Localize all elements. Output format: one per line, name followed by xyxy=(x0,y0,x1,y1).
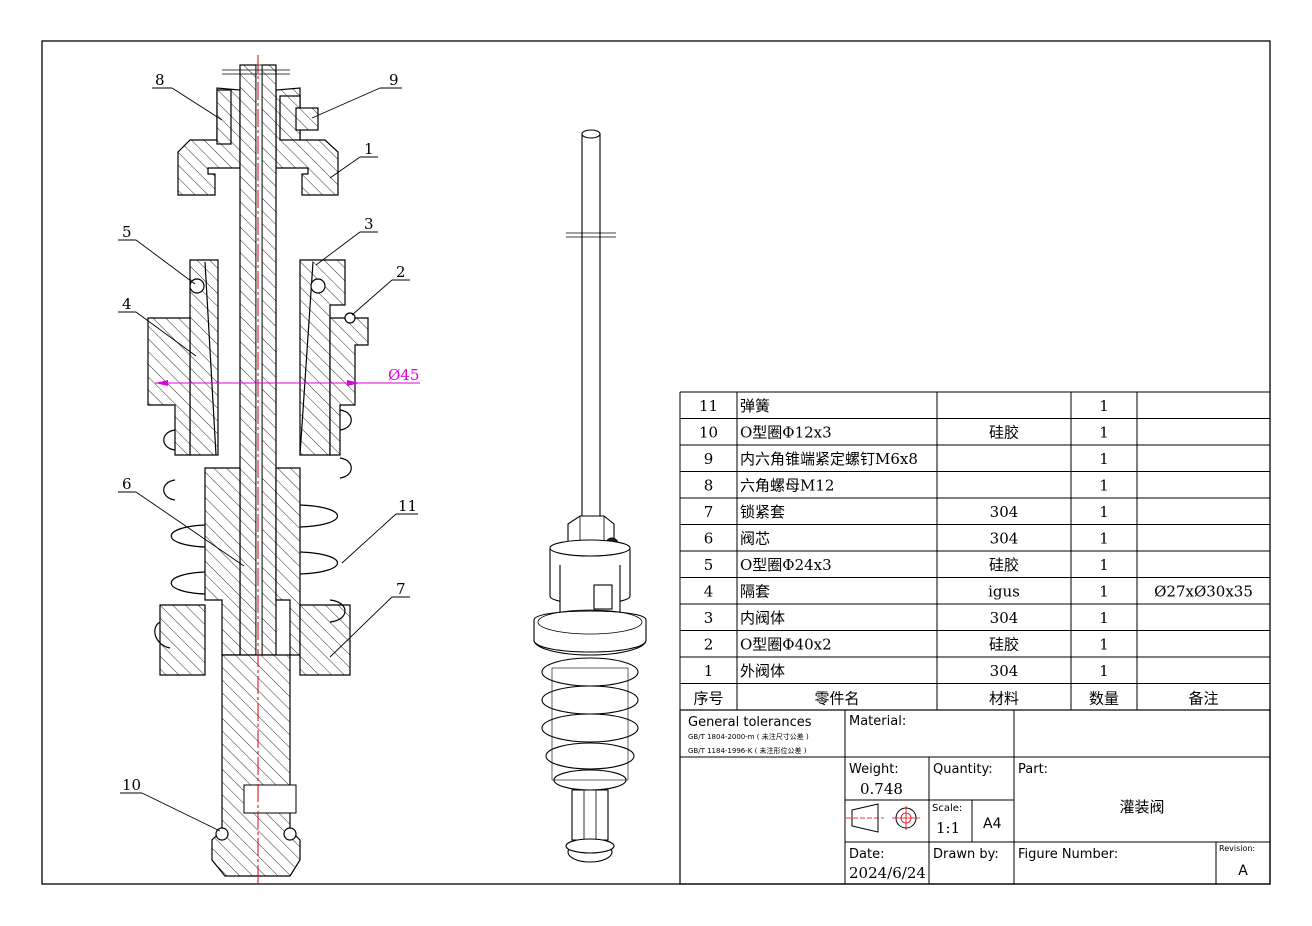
callouts: 8 9 1 5 3 2 4 6 11 7 10 xyxy=(118,71,418,832)
date-label: Date: xyxy=(849,847,884,862)
title-block: General tolerances GB/T 1804-2000-m ( 未注… xyxy=(679,709,1271,885)
o-ring-5 xyxy=(189,278,205,294)
tolerance-line-1: GB/T 1804-2000-m ( 未注尺寸公差 ) xyxy=(688,732,809,741)
tolerance-line-2: GB/T 1184-1996-K ( 未注形位公差 ) xyxy=(688,746,807,755)
bom-header-remark: 备注 xyxy=(1188,690,1218,708)
bom-row-name: 内六角锥端紧定螺钉M6x8 xyxy=(740,450,918,468)
material-label: Material: xyxy=(849,714,906,729)
scale-value: 1:1 xyxy=(936,819,960,837)
bom-row-no: 2 xyxy=(704,636,714,654)
revision-value: A xyxy=(1238,863,1248,879)
spring-section xyxy=(154,409,352,649)
bom-row-no: 9 xyxy=(704,450,714,468)
weight-label: Weight: xyxy=(849,762,899,777)
bom-row-no: 8 xyxy=(704,477,714,495)
bom-row-qty: 1 xyxy=(1099,609,1109,627)
bom-header-qty: 数量 xyxy=(1089,690,1119,708)
callout-11: 11 xyxy=(398,497,417,515)
quantity-label: Quantity: xyxy=(933,762,993,777)
dimension-diameter: Ø45 xyxy=(155,366,420,386)
bom-row-no: 6 xyxy=(704,530,714,548)
part-name: 灌装阀 xyxy=(1119,798,1164,816)
callout-6: 6 xyxy=(122,475,132,493)
callout-10: 10 xyxy=(122,776,141,794)
bom-row-name: 六角螺母M12 xyxy=(740,477,834,495)
bom-row-qty: 1 xyxy=(1099,530,1109,548)
bom-row-name: O型圈Φ24x3 xyxy=(740,556,832,574)
scale-label: Scale: xyxy=(932,803,962,814)
bom-row-material: 硅胶 xyxy=(989,424,1019,442)
bom-row-qty: 1 xyxy=(1099,397,1109,415)
callout-1: 1 xyxy=(364,140,374,158)
part-label: Part: xyxy=(1018,762,1048,777)
weight-value: 0.748 xyxy=(860,780,903,798)
general-tolerances: General tolerances xyxy=(688,715,812,730)
callout-3: 3 xyxy=(364,215,374,233)
callout-5: 5 xyxy=(122,223,132,241)
bom-row-no: 10 xyxy=(699,424,718,442)
bom-row-qty: 1 xyxy=(1099,503,1109,521)
bom-header-material: 材料 xyxy=(989,690,1019,708)
bom-row-qty: 1 xyxy=(1099,477,1109,495)
bom-row-name: 外阀体 xyxy=(740,662,785,680)
revision-label: Revision: xyxy=(1219,844,1255,853)
bom-row-remark: Ø27xØ30x35 xyxy=(1154,583,1253,601)
bom-row-material: 硅胶 xyxy=(989,556,1019,574)
bom-row-qty: 1 xyxy=(1099,662,1109,680)
bom-header-no: 序号 xyxy=(693,690,723,708)
bom-row-qty: 1 xyxy=(1099,636,1109,654)
section-view: Ø45 8 9 1 5 3 2 4 6 11 7 10 xyxy=(118,55,420,884)
isometric-view xyxy=(533,129,647,863)
bom-row-no: 1 xyxy=(704,662,714,680)
bom-row-no: 4 xyxy=(704,583,714,601)
projection-symbol-icon xyxy=(846,803,920,833)
bom-row-material: 硅胶 xyxy=(989,636,1019,654)
paper-size: A4 xyxy=(983,816,1002,832)
bom-row-no: 3 xyxy=(704,609,714,627)
bom-row-material: igus xyxy=(988,583,1020,601)
o-ring-2 xyxy=(344,312,356,324)
dimension-label: Ø45 xyxy=(388,366,419,384)
date-value: 2024/6/24 xyxy=(849,864,926,882)
bom-row-no: 5 xyxy=(704,556,714,574)
bom-row-name: 内阀体 xyxy=(740,609,785,627)
bom-row-name: 阀芯 xyxy=(740,530,770,548)
figure-number-label: Figure Number: xyxy=(1018,847,1118,862)
bom-header-name: 零件名 xyxy=(814,690,859,708)
drawn-by-label: Drawn by: xyxy=(933,847,999,862)
callout-2: 2 xyxy=(396,263,406,281)
bom-row-no: 11 xyxy=(699,397,718,415)
bom-row-material: 304 xyxy=(990,609,1019,627)
bom-row-qty: 1 xyxy=(1099,583,1109,601)
bom-row-qty: 1 xyxy=(1099,424,1109,442)
bom-row-name: 隔套 xyxy=(740,583,770,601)
bom-row-no: 7 xyxy=(704,503,714,521)
bom-row-qty: 1 xyxy=(1099,450,1109,468)
callout-7: 7 xyxy=(396,580,406,598)
bom-row-material: 304 xyxy=(990,530,1019,548)
bom-row-name: O型圈Φ40x2 xyxy=(740,636,832,654)
bom-row-name: 锁紧套 xyxy=(740,503,785,521)
callout-4: 4 xyxy=(122,295,132,313)
spring-iso xyxy=(541,657,639,791)
callout-8: 8 xyxy=(155,71,165,89)
bom-row-name: 弹簧 xyxy=(740,397,770,415)
bom-row-qty: 1 xyxy=(1099,556,1109,574)
bom-row-name: O型圈Φ12x3 xyxy=(740,424,832,442)
bom-row-material: 304 xyxy=(990,503,1019,521)
bom-row-material: 304 xyxy=(990,662,1019,680)
callout-9: 9 xyxy=(389,71,399,89)
